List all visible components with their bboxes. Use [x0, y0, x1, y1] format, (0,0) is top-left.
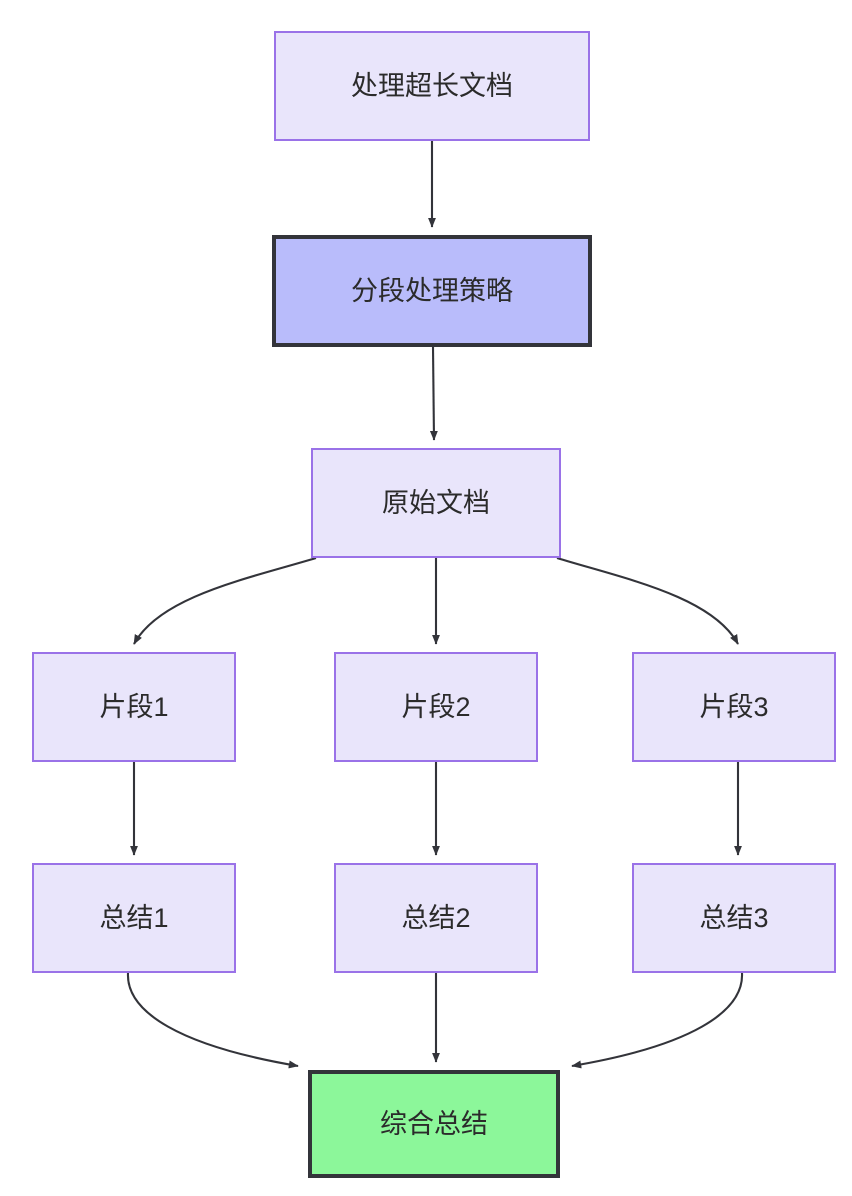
edge-n3-n6: [556, 556, 739, 645]
edge-n9-n10: [571, 972, 744, 1069]
node-fragment-2[interactable]: 片段2: [334, 652, 538, 762]
node-label: 总结1: [99, 902, 169, 933]
node-comprehensive-summary[interactable]: 综合总结: [308, 1070, 560, 1178]
node-label: 片段2: [401, 691, 471, 722]
node-label: 片段3: [699, 691, 769, 722]
node-summary-2[interactable]: 总结2: [334, 863, 538, 973]
edge-n7-n10: [126, 972, 299, 1069]
node-chunking-strategy[interactable]: 分段处理策略: [272, 235, 592, 347]
edge-n3-n4: [133, 556, 317, 645]
node-process-long-document[interactable]: 处理超长文档: [274, 31, 590, 141]
node-label: 原始文档: [382, 487, 490, 518]
node-summary-3[interactable]: 总结3: [632, 863, 836, 973]
edge-n2-n3: [429, 346, 438, 441]
node-label: 片段1: [99, 691, 169, 722]
node-summary-1[interactable]: 总结1: [32, 863, 236, 973]
node-fragment-3[interactable]: 片段3: [632, 652, 836, 762]
node-label: 总结2: [401, 902, 471, 933]
node-fragment-1[interactable]: 片段1: [32, 652, 236, 762]
node-label: 分段处理策略: [351, 275, 513, 306]
node-label: 综合总结: [380, 1108, 488, 1139]
node-label: 总结3: [699, 902, 769, 933]
node-label: 处理超长文档: [351, 70, 513, 101]
node-original-document[interactable]: 原始文档: [311, 448, 561, 558]
